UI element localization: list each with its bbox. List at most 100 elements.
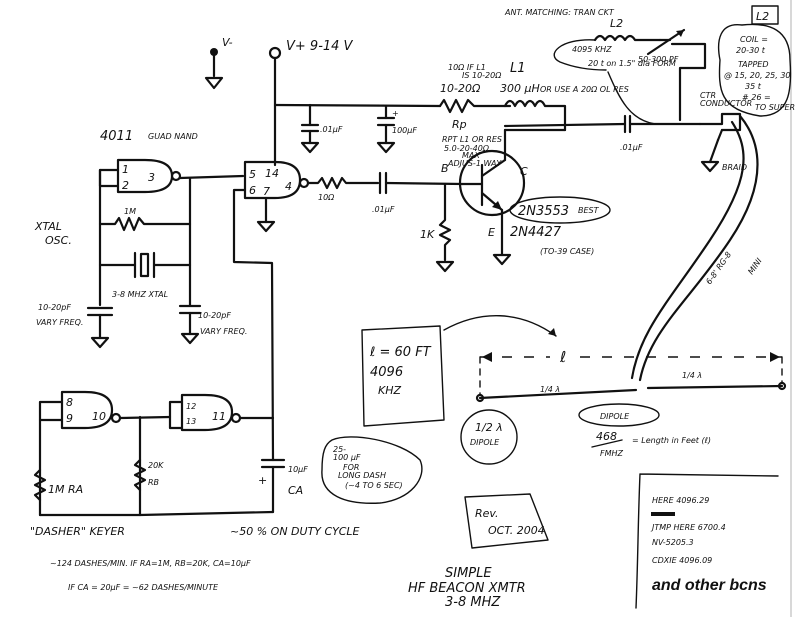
title-line1: SIMPLE [445,566,492,581]
length-symbol: ℓ [559,348,566,366]
base-resistor [438,182,452,262]
svg-text:14: 14 [265,167,279,180]
svg-text:4095 KHZ: 4095 KHZ [572,45,612,54]
v-minus-label: V- [222,36,233,49]
svg-text:10Ω: 10Ω [318,193,335,202]
svg-text:10: 10 [92,410,106,423]
chip-label: 4011 [100,129,133,144]
match-title: ANT. MATCHING: TRAN CKT [504,8,615,17]
svg-text:5.0-20-40Ω: 5.0-20-40Ω [444,144,490,153]
page-edge [790,0,792,617]
svg-text:300 μH: 300 μH [500,82,540,95]
svg-text:Rp: Rp [452,118,467,131]
supply-rail [273,103,442,108]
svg-text:VARY FREQ.: VARY FREQ. [36,318,83,327]
redaction-mark [651,512,675,516]
dipole-tag-bubble [578,403,660,427]
ground-icon [700,160,720,173]
ground-icon [180,332,200,345]
svg-text:DIPOLE: DIPOLE [600,412,630,421]
svg-text:5: 5 [249,168,256,181]
rb-resistor [133,458,147,492]
beacon-item: CDXIE 4096.09 [652,556,712,565]
svg-text:50-300 PF: 50-300 PF [638,55,679,64]
svg-text:Rev.: Rev. [475,507,499,520]
svg-text:L1: L1 [510,61,526,76]
svg-text:OR USE A 20Ω OL RES: OR USE A 20Ω OL RES [540,85,629,94]
svg-text:ℓ = 60 FT: ℓ = 60 FT [369,345,432,360]
ground-icon [204,76,224,90]
supply-cap-01: .01μF [300,103,343,154]
svg-text:RB: RB [148,478,159,487]
svg-text:IS 10-20Ω: IS 10-20Ω [462,71,502,80]
keyer-title: "DASHER" KEYER [30,525,125,538]
svg-text:MAX: MAX [462,151,480,160]
svg-text:LONG DASH: LONG DASH [338,471,386,480]
beacon-item: JTMP HERE 6700.4 [650,523,726,532]
svg-text:3-8 MHZ XTAL: 3-8 MHZ XTAL [112,290,168,299]
svg-text:4: 4 [285,180,292,193]
svg-text:COIL =: COIL = [740,35,768,44]
svg-text:25-: 25- [333,445,346,454]
length-note-box [361,325,445,427]
braid-line [716,128,724,142]
svg-text:RPT L1 OR RES: RPT L1 OR RES [442,135,502,144]
svg-text:E: E [488,226,495,239]
svg-text:2N4427: 2N4427 [510,225,562,240]
svg-text:3: 3 [148,171,155,184]
svg-text:10-20Ω: 10-20Ω [440,82,481,95]
svg-text:1M RA: 1M RA [48,483,83,496]
nand-gate-1: 1 2 3 [116,158,182,194]
ground-icon [300,141,320,154]
v-plus-label: V+ 9-14 V [286,39,354,54]
svg-text:10-20pF: 10-20pF [38,303,71,312]
svg-text:7: 7 [263,185,270,198]
svg-text:FMHZ: FMHZ [600,449,624,458]
svg-text:IF CA = 20μF = ~62 DASHES/MINU: IF CA = 20μF = ~62 DASHES/MINUTE [68,583,219,592]
dipole-left-leg [478,388,638,400]
svg-text:1K: 1K [420,228,435,241]
svg-text:BEST: BEST [578,206,600,215]
svg-text:DIPOLE: DIPOLE [470,438,500,447]
dipole-right-leg [646,384,784,390]
svg-text:1: 1 [122,163,129,176]
svg-text:+: + [392,109,399,118]
l1-inductor [503,99,567,132]
coil-tag-box [751,5,779,25]
crystal [98,251,192,279]
svg-text:@ 15, 20, 25, 30: @ 15, 20, 25, 30 [724,71,791,80]
svg-text:= Length in Feet (ℓ): = Length in Feet (ℓ) [632,436,711,445]
beacon-item: NV-5205.3 [652,538,694,547]
v-plus-terminal: V+ 9-14 V [268,39,354,167]
beacons-footer: and other bcns [652,577,767,594]
alt-transistor-bubble [509,196,611,224]
osc-cap-right: 10-20pF VARY FREQ. [178,304,247,345]
cap-label: .01μF [320,125,343,134]
svg-text:10Ω IF L1: 10Ω IF L1 [448,63,486,72]
cap-label: 100μF [392,126,417,135]
svg-text:9: 9 [66,412,73,425]
svg-text:6: 6 [249,184,256,197]
svg-text:100 μF: 100 μF [333,453,361,462]
v-minus-terminal: V- [204,36,233,90]
svg-text:TAPPED: TAPPED [738,60,769,69]
svg-text:.01μF: .01μF [372,205,395,214]
ground-icon [256,220,276,233]
coax-inner [630,120,745,380]
svg-text:BRAID: BRAID [722,163,747,172]
svg-text:35 t: 35 t [745,82,762,91]
beacon-item: HERE 4096.29 [652,496,709,505]
svg-text:+: + [258,474,267,487]
svg-text:CONDUCTOR: CONDUCTOR [700,99,752,108]
svg-text:2: 2 [122,179,129,192]
svg-text:KHZ: KHZ [378,384,401,397]
svg-text:CTR: CTR [700,91,716,100]
svg-text:20-30 t: 20-30 t [736,46,766,55]
ra-resistor [33,468,47,502]
svg-text:10μF: 10μF [288,465,308,474]
svg-text:1M: 1M [124,207,136,216]
svg-text:MINI: MINI [746,256,764,276]
ground-icon [435,260,455,273]
chip-desc: GUAD NAND [148,132,198,141]
svg-text:L2: L2 [610,17,623,30]
